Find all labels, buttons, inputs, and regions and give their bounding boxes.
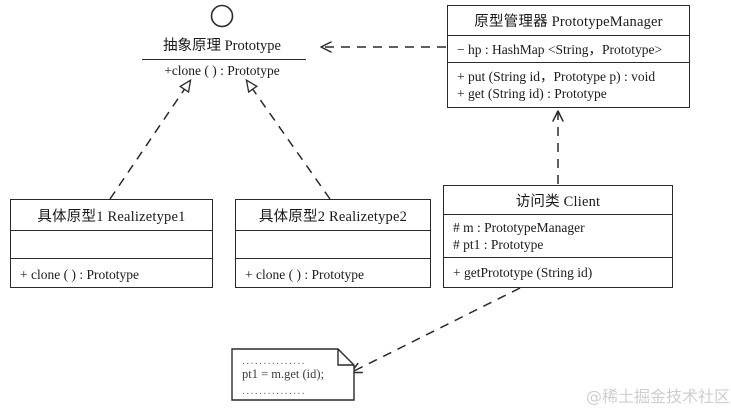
note-link-line <box>350 287 521 374</box>
attribute-row: # m : PrototypeManager <box>453 220 585 235</box>
interface-prototype-operation: +clone ( ) : Prototype <box>164 63 280 78</box>
note-line-bottom: ............... <box>242 385 306 397</box>
class-title-realizetype1: 具体原型1 Realizetype1 <box>37 208 186 225</box>
class-box-client[interactable]: 访问类 Client # m : PrototypeManager # pt1 … <box>443 185 673 288</box>
class-title-realizetype2: 具体原型2 Realizetype2 <box>258 208 408 225</box>
class-title-prototype-manager: 原型管理器 PrototypeManager <box>474 14 663 30</box>
watermark-text: @稀土掘金技术社区 <box>586 387 731 406</box>
operation-row: + clone ( ) : Prototype <box>20 266 139 282</box>
class-name-compartment: 原型管理器 PrototypeManager <box>448 6 689 36</box>
realization-line-realizetype2 <box>245 78 331 200</box>
note-code-text: pt1 = m.get (id); <box>242 367 325 381</box>
operation-compartment: + put (String id，Prototype p) : void + g… <box>448 63 689 107</box>
attribute-row: # pt1 : Prototype <box>453 237 544 252</box>
class-name-compartment: 具体原型1 Realizetype1 <box>11 200 212 231</box>
operation-row: + clone ( ) : Prototype <box>245 266 364 282</box>
class-title-client: 访问类 Client <box>515 193 601 210</box>
class-box-realizetype1[interactable]: 具体原型1 Realizetype1 + clone ( ) : Prototy… <box>10 199 213 288</box>
attribute-compartment <box>236 231 430 259</box>
note-fold-corner <box>337 349 354 366</box>
attribute-row: − hp : HashMap <String，Prototype> <box>457 41 663 57</box>
operation-compartment: + clone ( ) : Prototype <box>11 259 212 289</box>
realization-line-realizetype1 <box>109 78 192 200</box>
operation-row: + getPrototype (String id) <box>453 265 593 280</box>
attribute-compartment <box>11 231 212 259</box>
interface-prototype-divider <box>142 59 306 60</box>
class-box-prototype-manager[interactable]: 原型管理器 PrototypeManager − hp : HashMap <S… <box>447 5 690 108</box>
attribute-compartment: # m : PrototypeManager # pt1 : Prototype <box>444 215 672 258</box>
operation-row: + put (String id，Prototype p) : void <box>457 69 656 84</box>
interface-prototype-name: 抽象原理 Prototype <box>162 38 281 54</box>
class-name-compartment: 具体原型2 Realizetype2 <box>236 200 430 231</box>
operation-row: + get (String id) : Prototype <box>457 86 607 101</box>
class-box-realizetype2[interactable]: 具体原型2 Realizetype2 + clone ( ) : Prototy… <box>235 199 431 288</box>
attribute-compartment: − hp : HashMap <String，Prototype> <box>448 36 689 63</box>
operation-compartment: + clone ( ) : Prototype <box>236 259 430 289</box>
interface-lollipop-circle <box>210 4 234 28</box>
class-name-compartment: 访问类 Client <box>444 186 672 215</box>
note-line-top: ............... <box>242 355 306 367</box>
operation-compartment: + getPrototype (String id) <box>444 258 672 287</box>
